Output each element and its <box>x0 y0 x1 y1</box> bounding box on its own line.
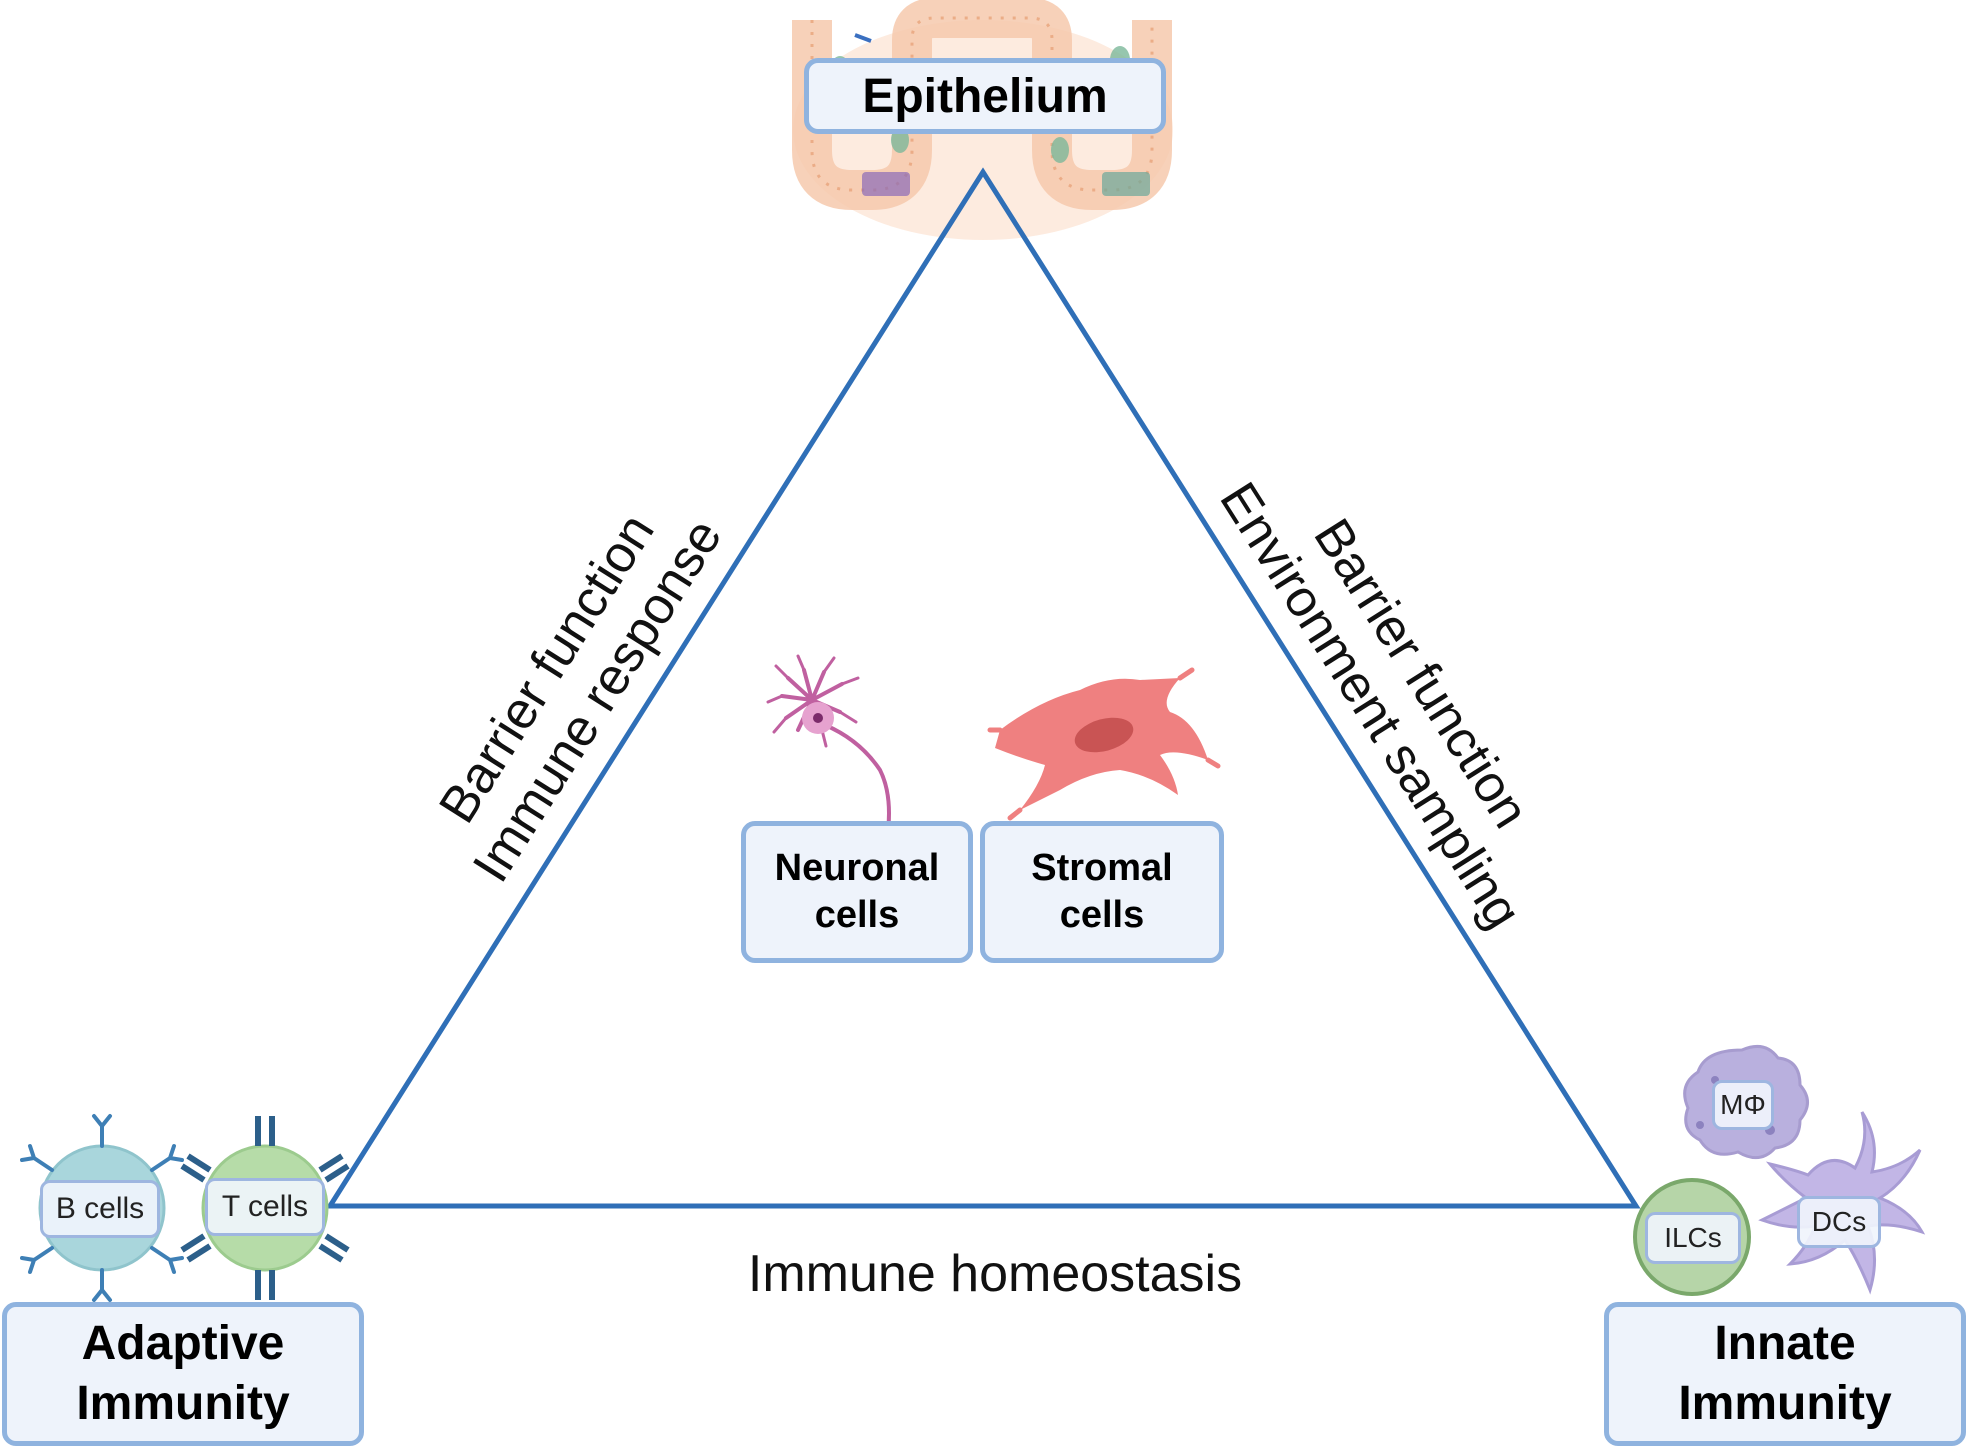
adaptive-line-2: Immunity <box>76 1377 290 1430</box>
neuronal-cells-line-2: cells <box>814 894 900 936</box>
stromal-cells-line-2: cells <box>1059 894 1145 936</box>
innate-line-1: Innate <box>1714 1317 1856 1370</box>
epithelium-box: Epithelium <box>804 58 1166 134</box>
innate-immunity-box: Innate Immunity <box>1604 1302 1966 1446</box>
innate-line-2: Immunity <box>1678 1377 1892 1430</box>
neuronal-cells-line-1: Neuronal <box>774 846 940 889</box>
epithelium-label: Epithelium <box>862 69 1108 123</box>
stromal-cell-icon <box>987 667 1221 821</box>
bottom-edge-label: Immune homeostasis <box>747 1245 1243 1303</box>
b-cells-label: B cells <box>40 1180 160 1238</box>
neuronal-cells-box: Neuronal cells <box>741 821 973 963</box>
dcs-label: DCs <box>1797 1196 1881 1248</box>
stromal-cells-box: Stromal cells <box>980 821 1224 963</box>
neuron-icon <box>766 654 891 852</box>
t-cells-label: T cells <box>205 1178 325 1236</box>
macrophage-label: MΦ <box>1712 1080 1774 1130</box>
triangle-outline <box>325 167 1641 1209</box>
ilcs-label: ILCs <box>1645 1212 1741 1264</box>
adaptive-line-1: Adaptive <box>81 1317 285 1370</box>
adaptive-immunity-box: Adaptive Immunity <box>2 1302 364 1446</box>
stromal-cells-line-1: Stromal <box>1031 846 1173 889</box>
